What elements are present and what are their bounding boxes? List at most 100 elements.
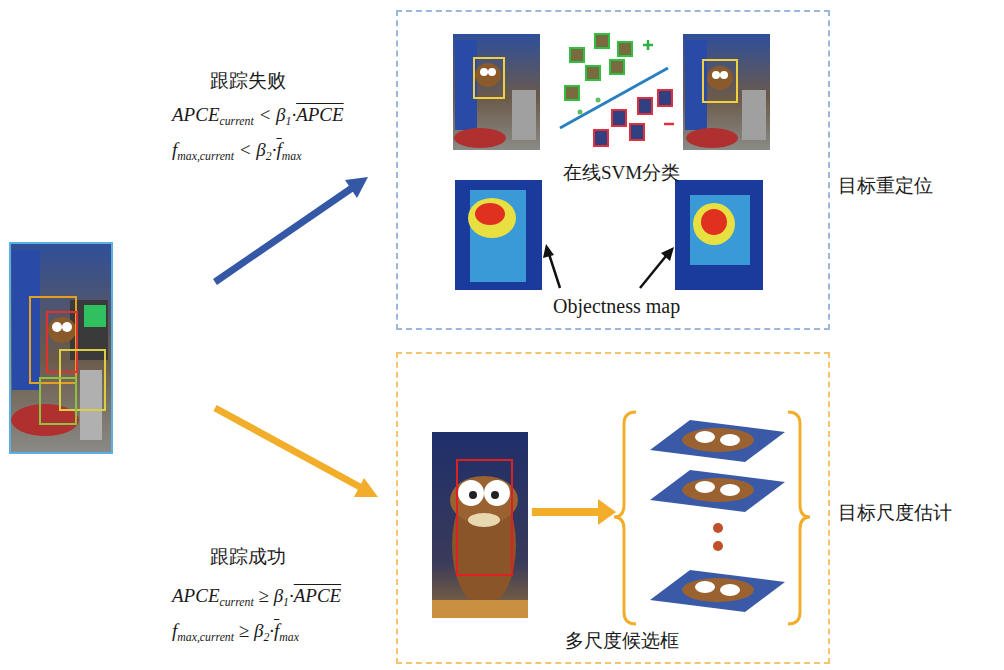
source-photo-part: [48, 317, 76, 343]
condition-formula: APCEcurrent ≥ β1·APCE: [172, 585, 341, 608]
pointer-arrow-part: [640, 256, 666, 288]
source-photo-part: [47, 312, 77, 372]
svm-plot-part: [638, 98, 652, 114]
formula-part: 2: [266, 150, 272, 163]
frame-photo-part: [707, 66, 733, 90]
scaled-candidate: [650, 570, 785, 612]
source-photo: [10, 243, 112, 453]
formula-part: APCE: [294, 585, 342, 606]
heatmap: [675, 180, 763, 290]
panel-caption: 在线SVM分类: [563, 162, 680, 185]
scale-stack-part: [713, 541, 723, 551]
scale-stack-part: [713, 523, 723, 533]
svm-plot-part: [570, 48, 584, 62]
source-photo-part: [52, 322, 62, 332]
scaled-candidate-part: [720, 584, 740, 596]
source-photo-part: [84, 305, 106, 327]
frame-photo-part: [683, 34, 770, 150]
formula-part: current: [220, 115, 254, 128]
scaled-candidate-part: [695, 431, 715, 443]
condition-heading: 跟踪失败: [210, 70, 286, 93]
svm-plot-part: [612, 110, 626, 126]
frame-photo-part: [475, 63, 501, 87]
frame-photo-part: [686, 128, 738, 148]
target-photo-part: [484, 480, 510, 506]
svm-plot-part: [595, 34, 609, 48]
frame-photo-part: [720, 71, 728, 79]
scaled-candidate-part: [682, 478, 754, 502]
pointer-arrow: [543, 244, 674, 288]
frame-photo-part: [488, 68, 496, 76]
formula-part: APCE: [172, 585, 220, 606]
frame-photo: [683, 34, 770, 150]
formula-part: < β: [234, 139, 266, 160]
scaled-candidate: [650, 470, 785, 512]
formula-part: ·: [269, 620, 274, 641]
scale-stack-part: [614, 412, 636, 624]
formula-part: max,current: [177, 631, 234, 644]
formula-part: 2: [263, 631, 269, 644]
scaled-candidate-part: [682, 578, 754, 602]
frame-photo-part: [453, 34, 540, 150]
formula-part: max: [282, 150, 302, 163]
stage-heading: 目标重定位: [838, 175, 933, 198]
pointer-arrow-part: [549, 254, 560, 288]
formula-part: ≥ β: [254, 585, 283, 606]
svm-plot-part: [596, 98, 601, 103]
failure-arrow-part: [215, 188, 352, 282]
scaled-candidate-part: [695, 481, 715, 493]
frame-photo-part: [712, 71, 720, 79]
frame-photo-part: [742, 90, 766, 140]
formula-part: ·: [272, 139, 277, 160]
svm-plot: [560, 34, 674, 146]
svm-plot-part: [610, 60, 624, 74]
scale-stack: [614, 412, 810, 624]
flow-arrow-part: [532, 499, 616, 525]
svm-plot-part: [565, 86, 579, 100]
condition-formula: fmax,current < β2·fmax: [172, 139, 301, 162]
formula-part: current: [220, 596, 254, 609]
frame-photo-part: [512, 90, 536, 140]
svm-plot-part: [630, 124, 644, 140]
svm-plot-part: [658, 90, 672, 106]
heatmap-part: [475, 203, 505, 225]
map-caption: Objectness map: [553, 294, 680, 318]
condition-formula: APCEcurrent < β1·APCE: [172, 104, 344, 127]
heatmap-part: [468, 198, 516, 238]
frame-photo-part: [454, 128, 506, 148]
heatmap-part: [701, 209, 727, 235]
target-photo-part: [469, 491, 477, 499]
formula-part: < β: [254, 104, 286, 125]
pointer-arrow-part: [661, 247, 674, 261]
source-photo-part: [40, 378, 76, 424]
scaled-candidate: [650, 420, 785, 462]
scaled-candidate-part: [720, 484, 740, 496]
svm-plot-part: [664, 123, 674, 126]
source-photo-part: [80, 370, 102, 440]
scaled-candidate-part: [650, 420, 785, 462]
target-photo-part: [432, 600, 528, 618]
svm-plot-part: [560, 68, 668, 128]
frame-photo-part: [703, 60, 737, 102]
formula-part: 1: [283, 596, 289, 609]
success-arrow-part: [354, 478, 378, 497]
svm-plot-part: [647, 40, 650, 50]
source-photo-part: [12, 250, 40, 390]
failure-arrow: [215, 177, 368, 282]
source-photo-part: [11, 404, 79, 436]
heatmap-part: [690, 195, 750, 265]
source-photo-part: [62, 322, 72, 332]
target-photo-part: [432, 432, 528, 618]
stage-heading: 目标尺度估计: [838, 502, 952, 525]
failure-arrow-part: [345, 177, 368, 198]
scaled-candidate-part: [695, 581, 715, 593]
formula-part: max,current: [177, 150, 234, 163]
source-photo-part: [10, 243, 112, 453]
formula-part: f: [172, 139, 177, 160]
formula-part: ≥ β: [234, 620, 263, 641]
target-photo-part: [458, 480, 484, 506]
frame-photo-part: [480, 68, 488, 76]
scaled-candidate-part: [682, 428, 754, 452]
scaled-candidate-part: [650, 470, 785, 512]
